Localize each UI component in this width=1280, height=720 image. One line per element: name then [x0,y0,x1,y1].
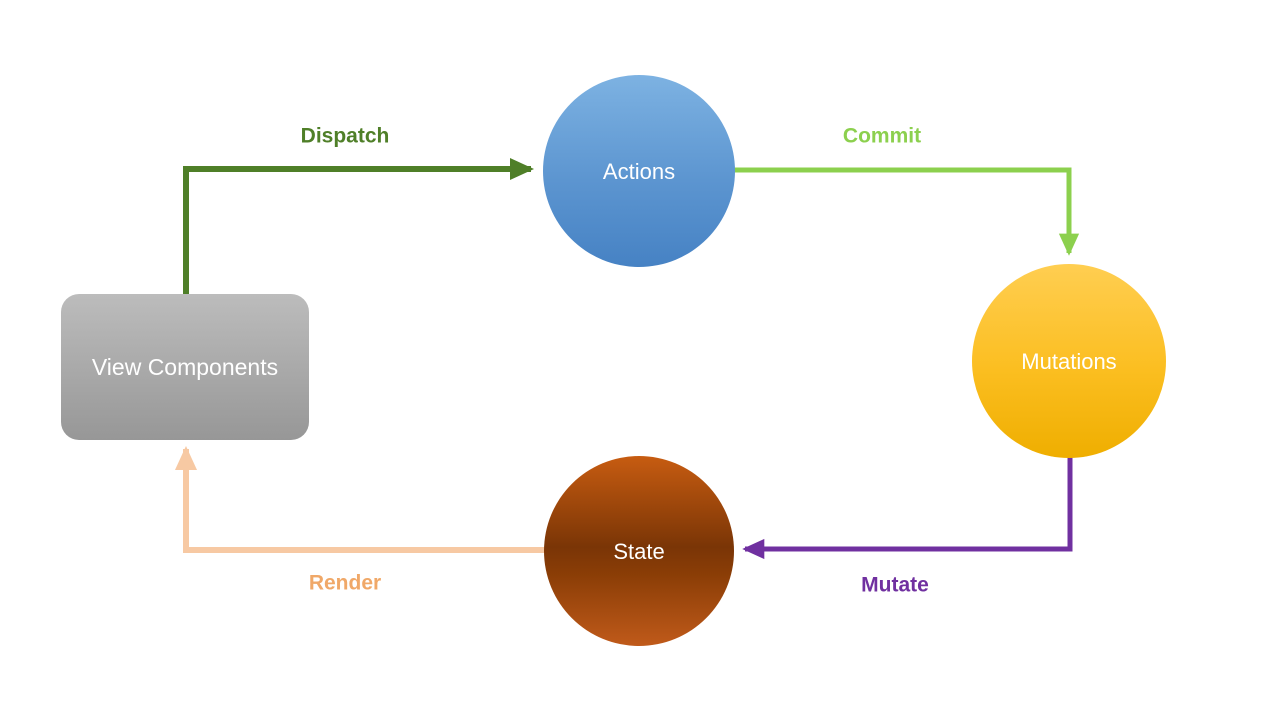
node-actions[interactable]: Actions [543,75,735,267]
edge-commit-path [733,167,1080,256]
edge-dispatch-group: Dispatch [183,125,535,300]
edge-render-group: Render [174,445,546,595]
edge-label-mutate: Mutate [861,574,929,597]
edge-render-path [174,445,546,553]
edge-commit-group: Commit [733,125,1080,256]
node-mutations[interactable]: Mutations [972,264,1166,458]
edge-dispatch-path [183,157,535,300]
node-view-components[interactable]: View Components [61,294,309,440]
edge-label-render: Render [309,572,381,595]
edge-mutate-group: Mutate [742,456,1073,597]
actions-label: Actions [603,159,675,184]
node-state[interactable]: State [544,456,734,646]
edge-label-commit: Commit [843,125,921,148]
mutations-label: Mutations [1021,349,1116,374]
state-label: State [613,539,664,564]
edge-mutate-path [742,456,1073,560]
view-components-label: View Components [92,354,278,380]
actions-shape [543,75,735,267]
state-shape [544,456,734,646]
view-components-shape [61,294,309,440]
edge-label-dispatch: Dispatch [301,125,390,148]
mutations-shape [972,264,1166,458]
